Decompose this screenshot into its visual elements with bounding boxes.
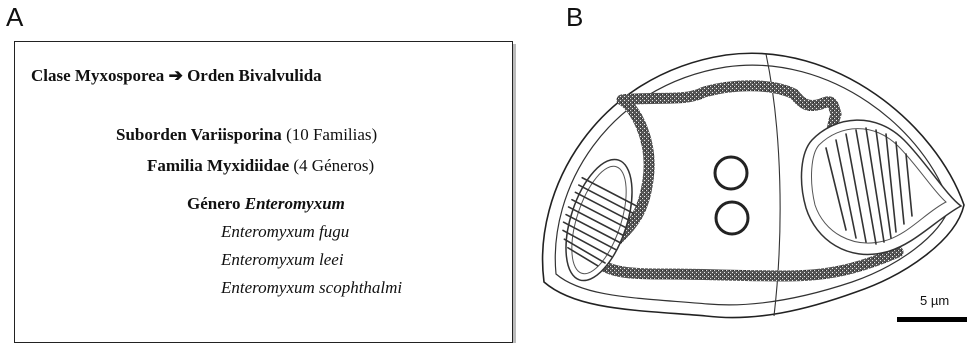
scale-bar-label: 5 µm (920, 293, 949, 308)
order-name: Orden Bivalvulida (187, 66, 322, 85)
class-name: Clase Myxosporea (31, 66, 164, 85)
genus-name: Enteromyxum (245, 194, 345, 213)
suborder-line: Suborden Variisporina (10 Familias) (116, 125, 377, 145)
taxonomy-box: Clase Myxosporea ➔ Orden Bivalvulida Sub… (14, 41, 513, 343)
suborder-name: Suborden Variisporina (116, 125, 282, 144)
panel-b-label: B (566, 4, 583, 30)
species-item: Enteromyxum leei (221, 250, 344, 270)
suborder-note: (10 Familias) (286, 125, 377, 144)
family-note: (4 Géneros) (293, 156, 374, 175)
genus-line: Género Enteromyxum (187, 194, 345, 214)
arrow-icon: ➔ (169, 66, 183, 85)
family-name: Familia Myxidiidae (147, 156, 289, 175)
species-item: Enteromyxum scophthalmi (221, 278, 402, 298)
class-order-line: Clase Myxosporea ➔ Orden Bivalvulida (31, 66, 322, 86)
nucleus-lower (716, 202, 748, 234)
panel-a-label: A (6, 4, 23, 30)
scale-bar (897, 317, 967, 322)
nucleus-upper (715, 157, 747, 189)
spore-illustration (526, 30, 970, 326)
family-line: Familia Myxidiidae (4 Géneros) (147, 156, 374, 176)
species-item: Enteromyxum fugu (221, 222, 349, 242)
genus-prefix: Género (187, 194, 241, 213)
